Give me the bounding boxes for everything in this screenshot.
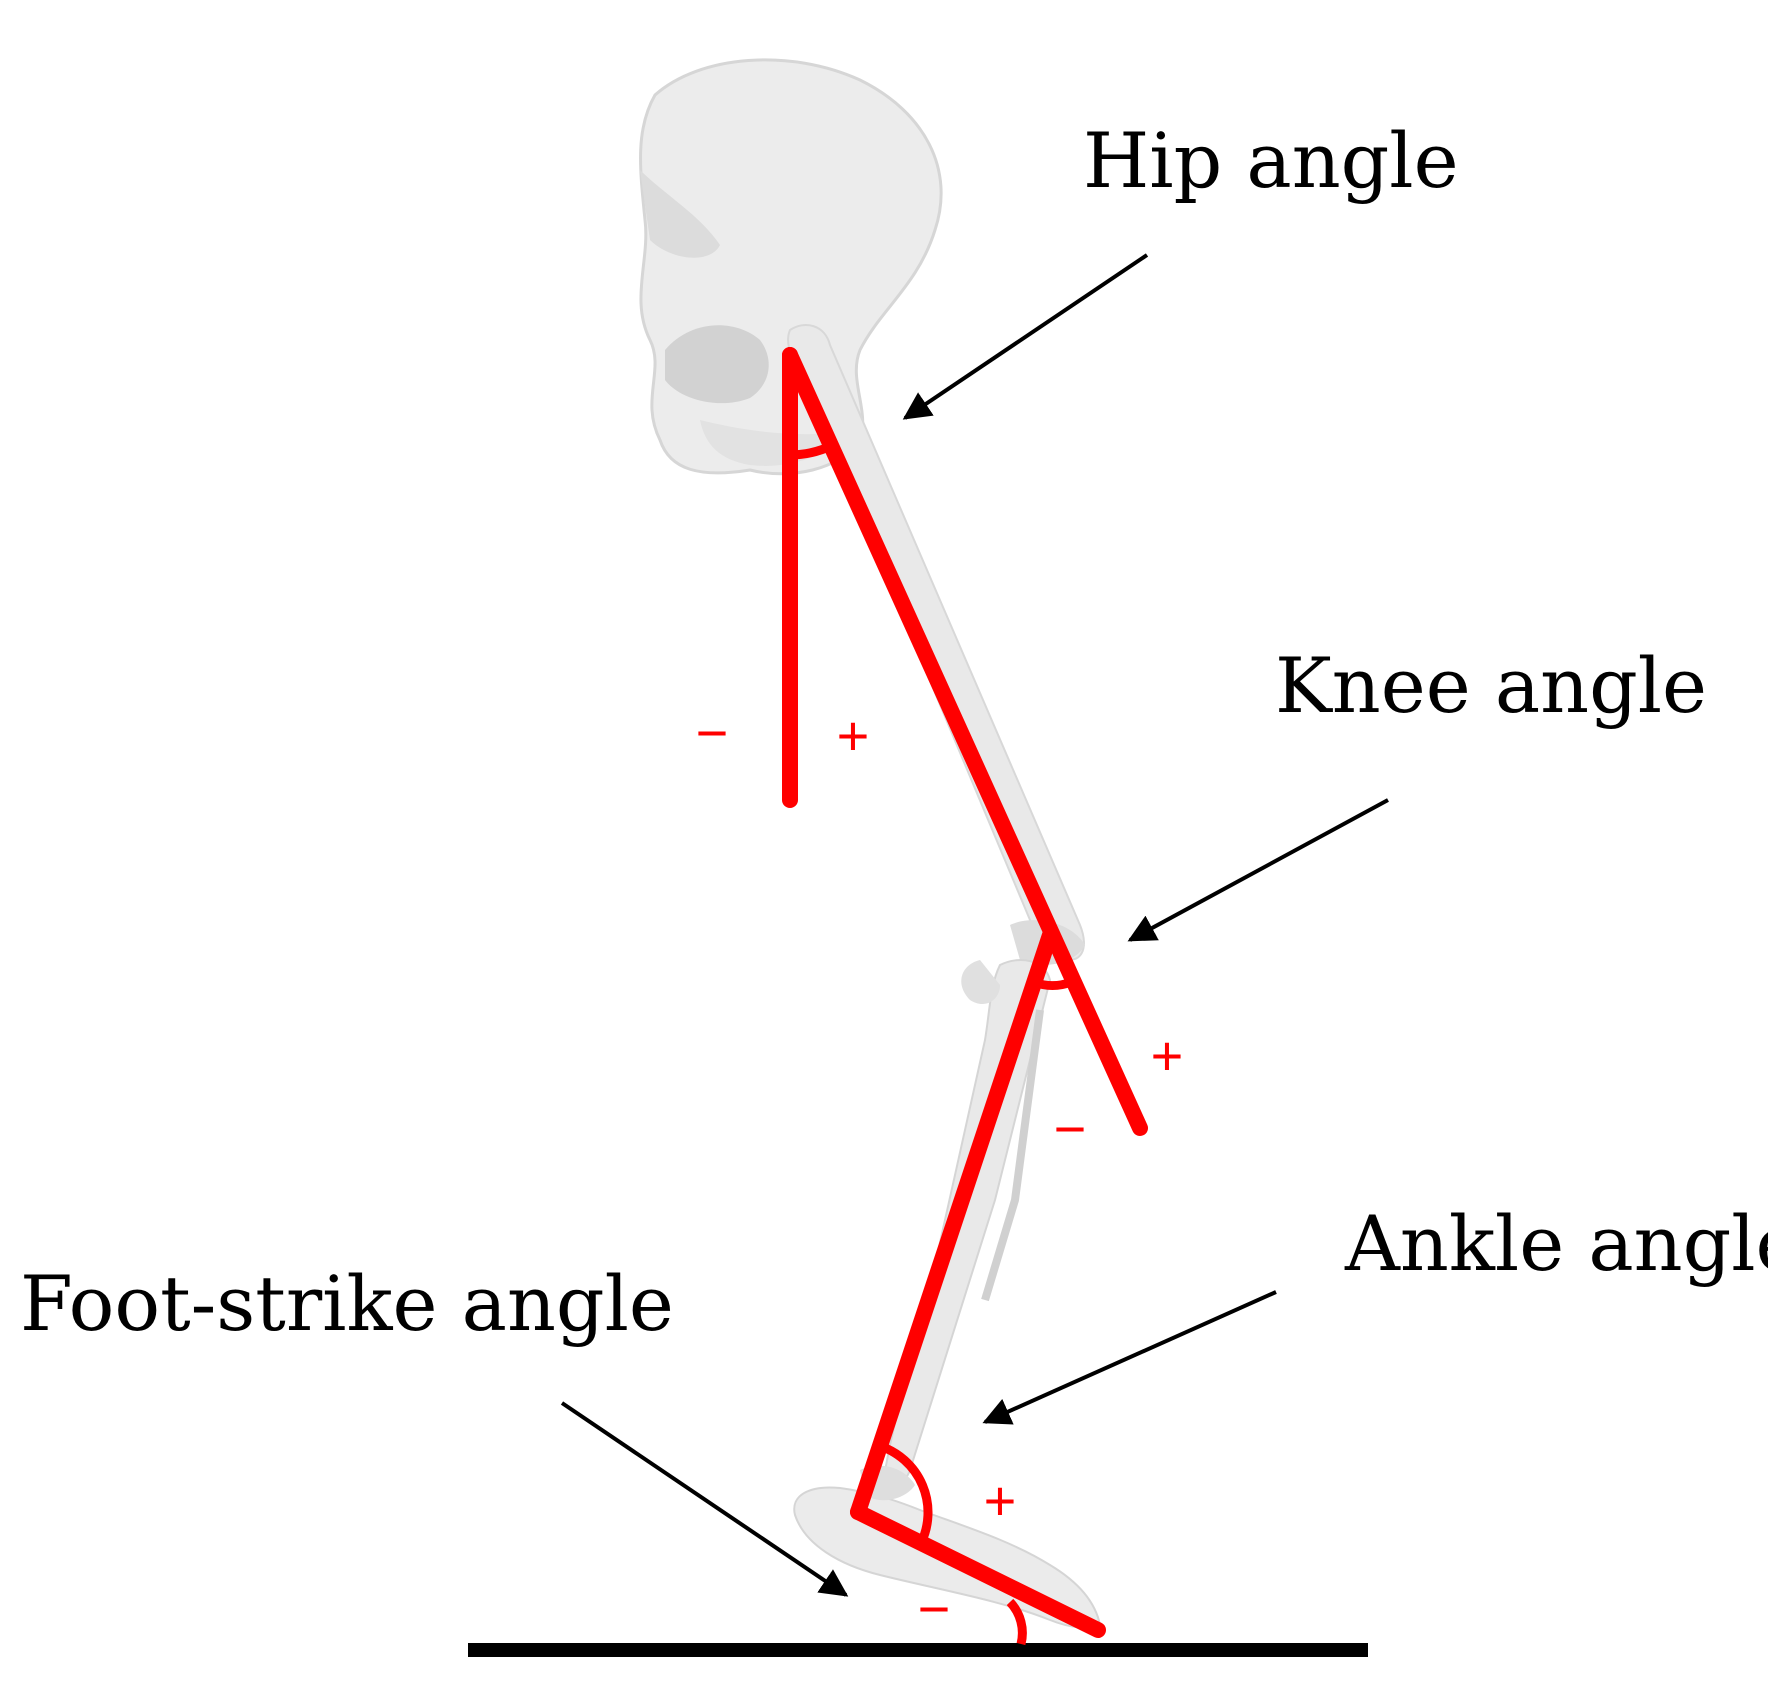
tibia-bone-icon bbox=[883, 959, 1052, 1483]
angle-arcs bbox=[789, 441, 1073, 1646]
shank-segment-line bbox=[850, 927, 1058, 1520]
angle-labels: Hip angle Knee angle Ankle angle Foot-st… bbox=[20, 116, 1768, 1348]
pelvis-bone-icon bbox=[639, 58, 943, 476]
skeleton bbox=[639, 58, 1102, 1629]
hip-angle-label: Hip angle bbox=[1083, 116, 1459, 205]
femur-bone-icon bbox=[787, 324, 1085, 965]
knee-angle-arc bbox=[1032, 977, 1073, 990]
segment-lines bbox=[782, 347, 1148, 1638]
knee-plus-sign: + bbox=[1151, 1024, 1184, 1087]
hip-minus-sign: − bbox=[696, 701, 729, 764]
pointer-arrows bbox=[560, 253, 1389, 1597]
hip-pointer-arrow bbox=[902, 253, 1149, 420]
hip-angle-arc bbox=[789, 441, 833, 460]
ankle-angle-label: Ankle angle bbox=[1344, 1199, 1768, 1288]
knee-minus-sign: − bbox=[1054, 1097, 1087, 1160]
foot-strike-pointer-arrow bbox=[560, 1401, 849, 1597]
sign-markers: − + + − + − bbox=[696, 701, 1184, 1640]
ankle-angle-arc bbox=[878, 1441, 933, 1545]
foot-minus-sign: − bbox=[918, 1577, 951, 1640]
foot-strike-angle-label: Foot-strike angle bbox=[20, 1259, 674, 1348]
ankle-plus-sign: + bbox=[984, 1469, 1017, 1532]
ankle-pointer-arrow bbox=[982, 1290, 1277, 1425]
thigh-segment-line bbox=[782, 347, 1148, 1136]
knee-angle-label: Knee angle bbox=[1275, 641, 1707, 730]
foot-strike-angle-arc bbox=[1006, 1598, 1027, 1646]
hip-plus-sign: + bbox=[837, 704, 870, 767]
knee-pointer-arrow bbox=[1127, 798, 1389, 942]
foot-segment-line bbox=[850, 1504, 1106, 1638]
